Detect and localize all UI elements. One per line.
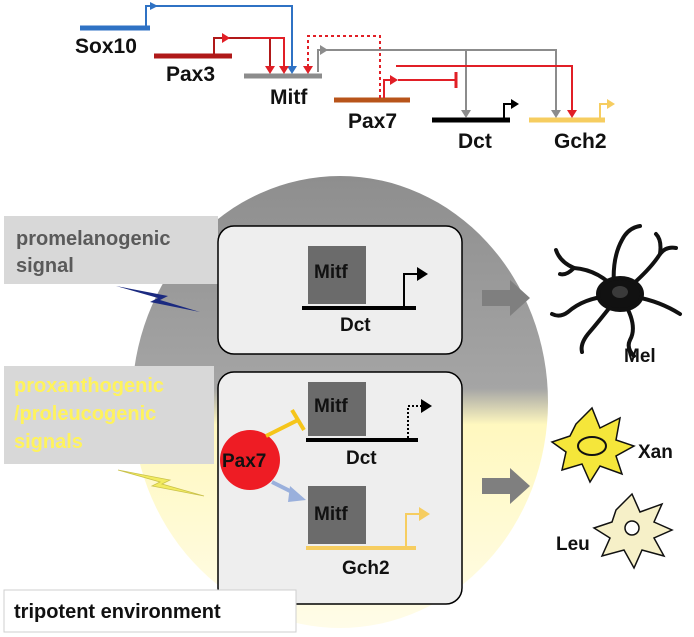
mitf-to-targets-edge [317,49,557,112]
sox10-to-mitf-arrowhead [287,66,297,74]
box1-dct-promoter-edge [403,273,418,306]
proxanthogenic-signal-box [4,366,214,464]
proxanthogenic-line1: proxanthogenic [14,375,164,397]
pax7-to-mitf-arrowhead [303,66,313,74]
box2-mitf-label-b: Mitf [314,504,348,525]
xanthophore-cell-icon [550,406,636,484]
pax7-activation-arrowhead [288,486,306,502]
mitf-to-gch2-arrowhead [551,110,561,118]
box2-mitf-block-a [308,382,366,436]
sox10-label: Sox10 [75,35,137,58]
melanophore-cell-icon [550,224,682,358]
pax3-promoter-arrow [222,33,230,43]
leu-label: Leu [556,534,590,555]
proxanthogenic-line2: /proleucogenic [14,403,156,425]
pax7-repressor-node [220,430,280,490]
sox10-promoter-arrow [150,2,158,10]
box1-dct-promoter-arrow [417,267,428,281]
pax3-label: Pax3 [166,63,215,86]
proxanthogenic-line3: signals [14,431,83,453]
box2-gch2-label: Gch2 [342,558,390,579]
box1-mitf-block [308,246,366,304]
promelanogenic-signal-box [4,216,218,284]
pax7-to-gch2-edge [396,65,573,112]
box2-mitf-block-b [308,486,366,544]
dct-promoter-edge [503,103,512,118]
box2-dct-label: Dct [346,448,377,469]
pax7-promoter-arrow [390,75,398,85]
pax7-repression-edge [265,418,299,438]
box1-mitf-label: Mitf [314,262,348,283]
environment-label: tripotent environment [14,601,221,623]
mitf-label: Mitf [270,86,308,109]
pax7-to-mitf-edge [307,35,381,98]
pax7-promoter-edge [383,79,392,98]
yellow-lightning-icon [117,469,205,497]
box2-dct-promoter-arrow [421,399,432,413]
box1-dct-label: Dct [340,315,371,336]
gch2-label: Gch2 [554,130,607,153]
leucophore-cell-icon [592,492,674,570]
box2-gch2-promoter-arrow [419,507,430,521]
pax7-repressor-label: Pax7 [222,451,266,472]
cell-panel: promelanogenic signal proxanthogenic /pr… [3,176,548,633]
gch2-promoter-edge [599,103,608,118]
box2-dct-promoter-edge [407,405,422,438]
melanophore-fate-arrow [482,280,530,316]
sox10-to-mitf-edge [145,5,293,68]
mel-label: Mel [624,346,656,367]
gch2-promoter-arrow [607,99,615,109]
promelanogenic-line1: promelanogenic [16,228,170,250]
environment-label-box [3,589,297,633]
box2-gch2-promoter-edge [405,513,420,546]
blue-lightning-icon [116,286,200,312]
dct-promoter-arrow [511,99,519,109]
gene-network: Sox10 Pax3 Mitf Pax7 Dct Gch2 [75,2,615,153]
pax7-repression-bar [290,408,306,432]
pax3-to-mitf-arrowhead-2 [279,66,289,74]
pax3-to-mitf-edge-2 [250,37,285,68]
pax3-to-mitf-edge [213,37,271,68]
pax3-to-mitf-arrowhead [265,66,275,74]
pax7-to-gch2-arrowhead [567,110,577,118]
pax7-label: Pax7 [348,110,397,133]
box2-mitf-label-a: Mitf [314,396,348,417]
xan-label: Xan [638,442,673,463]
promelanogenic-line2: signal [16,255,74,277]
mitf-promoter-arrow [320,45,328,55]
dct-label: Dct [458,130,492,153]
xanthophore-leucophore-fate-arrow [482,468,530,504]
mitf-to-dct-arrowhead [461,110,471,118]
